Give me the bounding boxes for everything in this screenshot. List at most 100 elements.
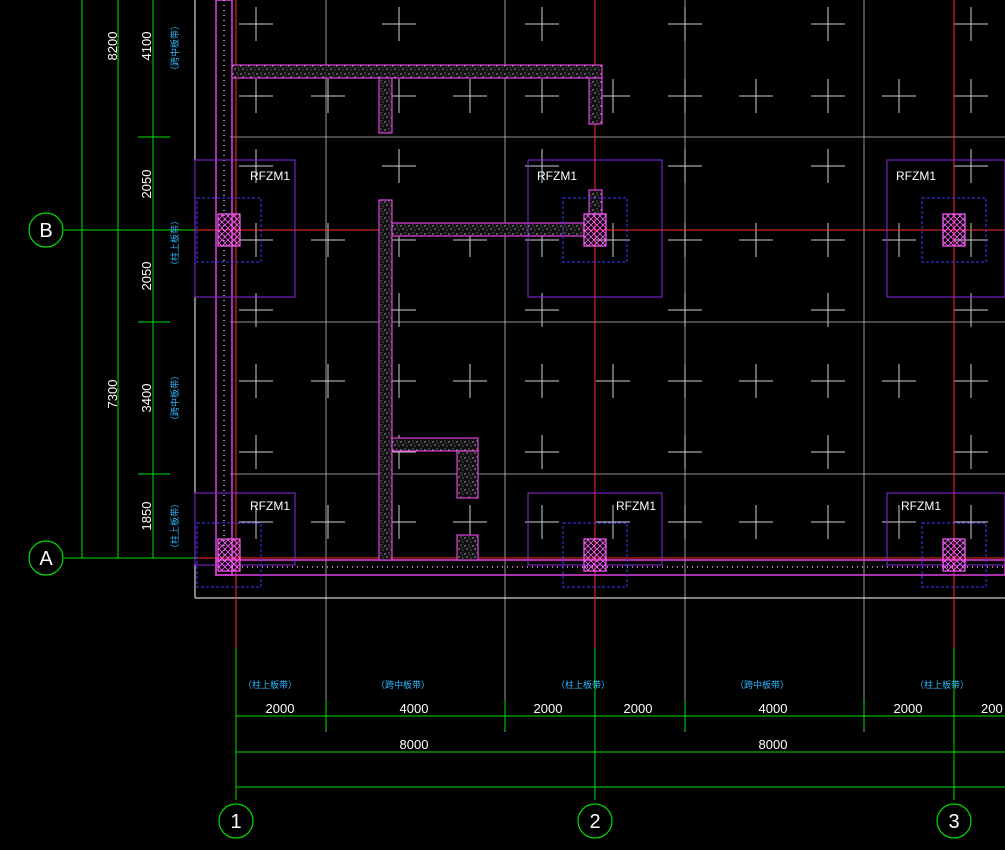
svg-text:A: A	[39, 548, 53, 570]
column-cap-dashed	[921, 522, 987, 588]
axis-bubble-col-3[interactable]: 3	[936, 803, 972, 839]
perimeter-wall	[215, 0, 1005, 576]
dim-bottom-2000: 2000	[624, 701, 653, 716]
cross-marker	[239, 435, 273, 469]
bottom-band-label: （柱上板带）	[243, 679, 297, 691]
left-dim-labels: 8200 7300 4100 2050 2050 3400 1850 （跨中板带…	[105, 21, 181, 553]
axis-bubble-col-1[interactable]: 1	[218, 803, 254, 839]
dim-bottom-2000: 2000	[534, 701, 563, 716]
dim-outer-7300: 7300	[105, 380, 120, 409]
cross-marker	[525, 7, 559, 41]
cross-marker	[954, 435, 988, 469]
column-section	[217, 538, 241, 572]
drop-panel-outline	[194, 159, 296, 298]
column-tag-label: RFZM1	[901, 499, 941, 513]
cross-marker	[954, 505, 988, 539]
bottom-band-label: （柱上板带）	[915, 679, 969, 691]
left-band-label: （柱上板带）	[169, 499, 181, 553]
cross-marker	[382, 7, 416, 41]
cross-marker	[453, 364, 487, 398]
dim-inner-2050a: 2050	[139, 170, 154, 199]
cross-marker	[668, 7, 702, 41]
dim-bottom-200: 200	[981, 701, 1003, 716]
column-tag-label: RFZM1	[250, 499, 290, 513]
svg-text:3: 3	[948, 811, 959, 833]
column-cap-dashed	[196, 522, 262, 588]
left-band-label: （跨中板带）	[169, 371, 181, 425]
cross-marker	[811, 7, 845, 41]
cross-marker	[811, 79, 845, 113]
cross-marker	[668, 223, 702, 257]
left-band-label: （柱上板带）	[169, 216, 181, 270]
cross-marker	[525, 149, 559, 183]
cross-marker	[739, 505, 773, 539]
cross-marker	[954, 79, 988, 113]
cross-marker	[954, 7, 988, 41]
column-tag-label: RFZM1	[537, 169, 577, 183]
dim-inner-1850: 1850	[139, 502, 154, 531]
cross-marker	[811, 505, 845, 539]
dim-bottom-2000: 2000	[266, 701, 295, 716]
dim-bottom-4000: 4000	[400, 701, 429, 716]
cross-marker	[239, 7, 273, 41]
cross-marker	[811, 293, 845, 327]
cross-marker	[525, 293, 559, 327]
cross-marker	[239, 149, 273, 183]
bottom-dimension-chain	[235, 648, 1005, 800]
cross-marker	[525, 435, 559, 469]
cross-marker	[882, 505, 916, 539]
column-section	[942, 213, 966, 247]
cross-marker	[239, 293, 273, 327]
axis-bubble-col-2[interactable]: 2	[577, 803, 613, 839]
dim-outer-8200: 8200	[105, 32, 120, 61]
cross-marker	[739, 364, 773, 398]
dim-bottom-4000: 4000	[759, 701, 788, 716]
cross-marker	[668, 435, 702, 469]
cross-marker	[311, 505, 345, 539]
cross-marker	[954, 293, 988, 327]
dim-bottom-8000: 8000	[759, 737, 788, 752]
cross-marker	[382, 149, 416, 183]
svg-text:2: 2	[589, 811, 600, 833]
dim-inner-3400: 3400	[139, 384, 154, 413]
cross-marker	[811, 223, 845, 257]
cross-marker	[882, 79, 916, 113]
cross-marker	[882, 364, 916, 398]
drop-panel-outline	[194, 492, 296, 566]
cross-marker	[739, 79, 773, 113]
column-section	[583, 538, 607, 572]
cross-markers	[239, 7, 988, 539]
cross-marker	[239, 79, 273, 113]
column-section	[942, 538, 966, 572]
column-cap-dashed	[562, 197, 628, 263]
drop-panel-outline	[886, 159, 1005, 298]
cross-marker	[239, 364, 273, 398]
bottom-band-label: （柱上板带）	[556, 679, 610, 691]
axis-bubble-row-a[interactable]: A	[28, 540, 64, 576]
cross-marker	[525, 79, 559, 113]
cross-marker	[954, 149, 988, 183]
column-tag-label: RFZM1	[896, 169, 936, 183]
column-section	[217, 213, 241, 247]
cross-marker	[453, 505, 487, 539]
column-section	[583, 213, 607, 247]
column-cap-dashed	[196, 197, 262, 263]
cross-marker	[811, 435, 845, 469]
column-tag-label: RFZM1	[616, 499, 656, 513]
axis-bubble-row-b[interactable]: B	[28, 212, 64, 248]
drop-panel-outline	[527, 159, 663, 298]
cross-marker	[525, 364, 559, 398]
column-cap-dashed	[562, 522, 628, 588]
dim-bottom-8000: 8000	[400, 737, 429, 752]
drawing-grid	[230, 0, 1005, 732]
cross-marker	[811, 149, 845, 183]
cross-marker	[596, 364, 630, 398]
cross-marker	[596, 505, 630, 539]
cross-marker	[954, 364, 988, 398]
dim-bottom-2000: 2000	[894, 701, 923, 716]
cross-marker	[668, 505, 702, 539]
svg-text:1: 1	[230, 811, 241, 833]
cross-marker	[882, 223, 916, 257]
bottom-band-label: （跨中板带）	[735, 679, 789, 691]
